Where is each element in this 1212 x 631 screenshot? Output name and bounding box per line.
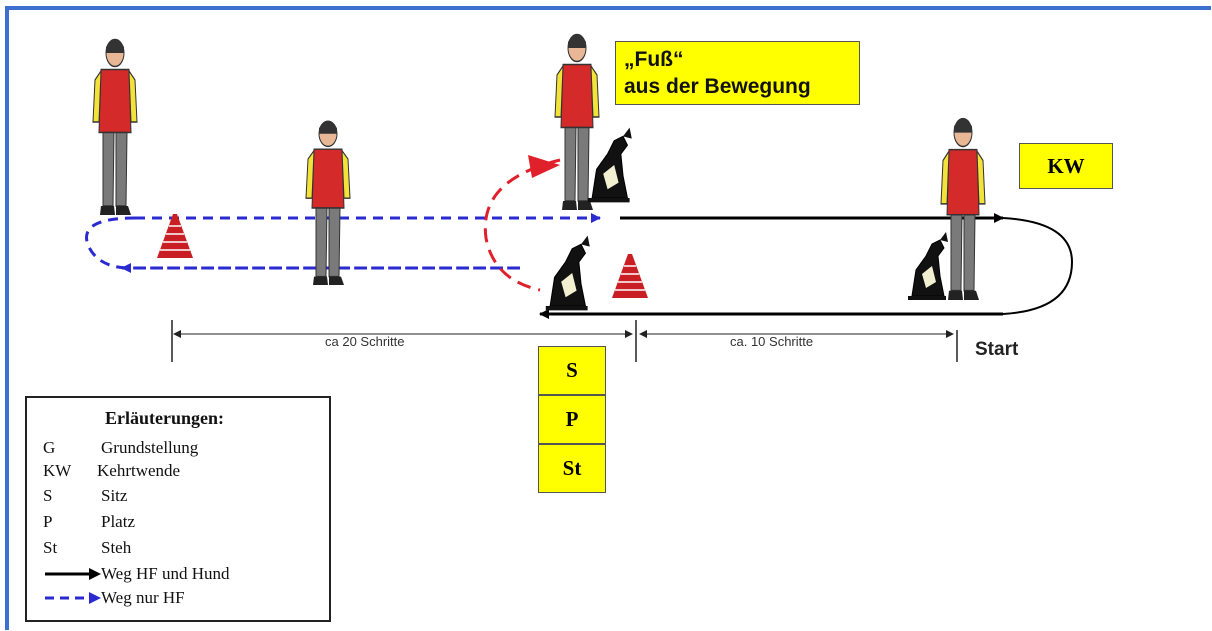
handler-figure-walking: [305, 120, 351, 286]
dog-figure-walking: [587, 127, 633, 203]
legend-line-entry: Weg HF und Hund: [43, 564, 323, 586]
command-box-steh: St: [538, 444, 606, 493]
legend-key: G: [43, 438, 56, 457]
dog-figure-sitting: [545, 235, 591, 311]
legend-title: Erläuterungen:: [105, 408, 224, 428]
distance-label-left: ca 20 Schritte: [325, 334, 405, 349]
command-box-platz: P: [538, 395, 606, 444]
frame-top-border: [5, 6, 1211, 10]
legend-value: Grundstellung: [101, 438, 199, 457]
handler-figure-start: [940, 117, 986, 301]
cone-left: [156, 213, 194, 259]
dog-figure-start: [907, 231, 949, 301]
legend-line-label: Weg nur HF: [101, 588, 185, 607]
legend-key: P: [43, 512, 53, 531]
legend-value: Steh: [101, 538, 132, 557]
legend-key: KW: [43, 461, 72, 480]
handler-figure-start-turn: [92, 38, 138, 216]
frame-left-border: [5, 6, 9, 630]
fuss-callout: „Fuß“ aus der Bewegung: [615, 41, 860, 105]
legend-value: Platz: [101, 512, 135, 531]
red-turn-arrowhead: [528, 155, 560, 178]
fuss-callout-line2: aus der Bewegung: [624, 75, 811, 98]
handler-figure-command: [554, 33, 600, 211]
legend-solid-line-swatch: [45, 568, 101, 580]
legend-key: St: [43, 538, 58, 557]
legend-line-label: Weg HF und Hund: [101, 564, 230, 583]
legend-line-entry: Weg nur HF: [43, 588, 323, 610]
red-turn-arc: [483, 158, 561, 292]
command-box-sitz: S: [538, 346, 606, 395]
dashed-turn-loop: [85, 216, 520, 270]
distance-label-right: ca. 10 Schritte: [730, 334, 814, 349]
fuss-callout-line1: „Fuß“: [624, 48, 684, 71]
legend-key: S: [43, 486, 53, 505]
cone-middle: [611, 253, 649, 299]
kw-callout: KW: [1019, 143, 1113, 189]
legend-dashed-line-swatch: [45, 592, 101, 604]
start-label: Start: [975, 339, 1019, 360]
legend: Erläuterungen: G Grundstellung KW Kehrtw…: [25, 396, 331, 622]
solid-turn-loop: [1002, 217, 1074, 315]
legend-value: Kehrtwende: [97, 461, 181, 480]
legend-value: Sitz: [101, 486, 128, 505]
